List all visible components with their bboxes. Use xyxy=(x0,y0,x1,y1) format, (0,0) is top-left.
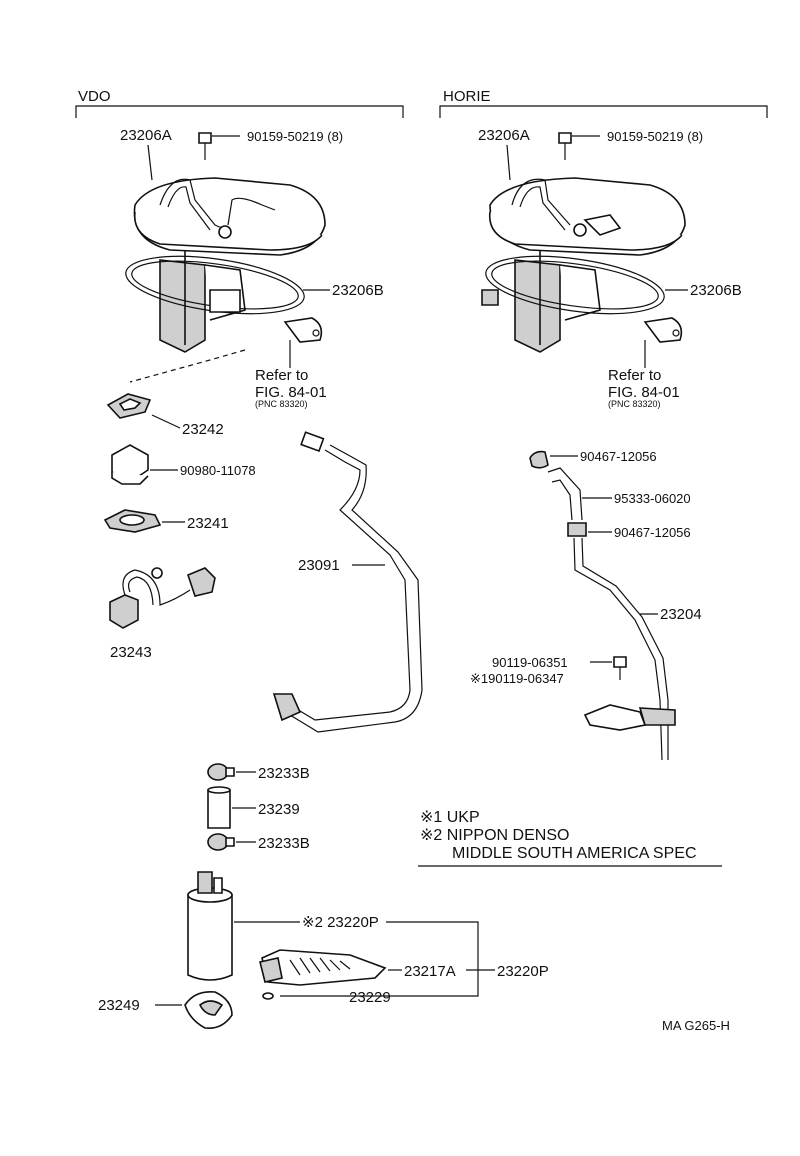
label-23243: 23243 xyxy=(110,644,152,661)
label-23241: 23241 xyxy=(187,515,229,532)
clip-23229 xyxy=(262,992,274,1000)
label-23091: 23091 xyxy=(298,557,340,574)
label-23206a-horie: 23206A xyxy=(478,127,530,144)
strainer-23217a xyxy=(259,949,387,986)
figure-code: MA G265-H xyxy=(662,1018,730,1033)
horie-bolt-icon xyxy=(558,132,572,160)
vdo-bolt-icon xyxy=(198,132,212,160)
note-1: ※1 UKP xyxy=(420,809,480,826)
note-2: ※2 NIPPON DENSO xyxy=(420,827,569,844)
label-23220p-top: ※2 23220P xyxy=(302,914,379,931)
refer-line3-vdo: (PNC 83320) xyxy=(255,399,308,409)
label-23242: 23242 xyxy=(182,421,224,438)
vdo-section-header: VDO xyxy=(75,88,404,118)
refer-line1-vdo: Refer to xyxy=(255,367,308,384)
label-90467a: 90467-12056 xyxy=(580,449,657,464)
horie-pump-bracket-assembly xyxy=(481,177,686,353)
bolt-90119 xyxy=(613,656,627,680)
clamp-90467-a xyxy=(529,450,549,469)
label-23233b-top: 23233B xyxy=(258,765,310,782)
label-23239: 23239 xyxy=(258,801,300,818)
label-23229: 23229 xyxy=(349,989,391,1006)
refer-line2-horie: FIG. 84-01 xyxy=(608,384,680,401)
label-23249: 23249 xyxy=(98,997,140,1014)
fuel-pump-23220p xyxy=(187,871,233,981)
refer-line1-horie: Refer to xyxy=(608,367,661,384)
label-23206b-horie: 23206B xyxy=(690,282,742,299)
label-23220p: 23220P xyxy=(497,963,549,980)
label-23204: 23204 xyxy=(660,606,702,623)
fuel-hose-23091 xyxy=(272,431,423,733)
grommet-23241 xyxy=(103,509,162,533)
connector-90980 xyxy=(111,444,149,485)
hose-23239 xyxy=(207,786,231,829)
label-90119b: ※190119-06347 xyxy=(470,671,564,686)
label-23233b-bottom: 23233B xyxy=(258,835,310,852)
fuel-pipe-23204 xyxy=(573,537,676,761)
note-3: MIDDLE SOUTH AMERICA SPEC xyxy=(452,845,697,862)
label-90980: 90980-11078 xyxy=(180,463,256,478)
label-23206a-vdo: 23206A xyxy=(120,127,172,144)
spec-notes: ※1 UKP ※2 NIPPON DENSO MIDDLE SOUTH AMER… xyxy=(418,809,722,867)
label-23206b-vdo: 23206B xyxy=(332,282,384,299)
clamp-23233b-top xyxy=(207,763,235,781)
label-95333: 95333-06020 xyxy=(614,491,691,506)
label-bolt-horie: 90159-50219 (8) xyxy=(607,129,703,144)
hose-95333 xyxy=(547,467,583,521)
cushion-23249 xyxy=(184,990,233,1030)
label-90467b: 90467-12056 xyxy=(614,525,691,540)
refer-line2-vdo: FIG. 84-01 xyxy=(255,384,327,401)
label-bolt-vdo: 90159-50219 (8) xyxy=(247,129,343,144)
wire-harness-23243 xyxy=(109,567,216,629)
vdo-pump-bracket-assembly xyxy=(125,177,326,353)
refer-line3-horie: (PNC 83320) xyxy=(608,399,661,409)
horie-section-header: HORIE xyxy=(439,88,768,118)
vdo-title: VDO xyxy=(78,88,111,105)
horie-title: HORIE xyxy=(443,88,491,105)
clamp-23233b-bottom xyxy=(207,833,235,851)
gasket-23242 xyxy=(106,393,152,419)
clamp-90467-b xyxy=(567,522,587,537)
label-90119a: 90119-06351 xyxy=(492,655,568,670)
label-23217a: 23217A xyxy=(404,963,456,980)
